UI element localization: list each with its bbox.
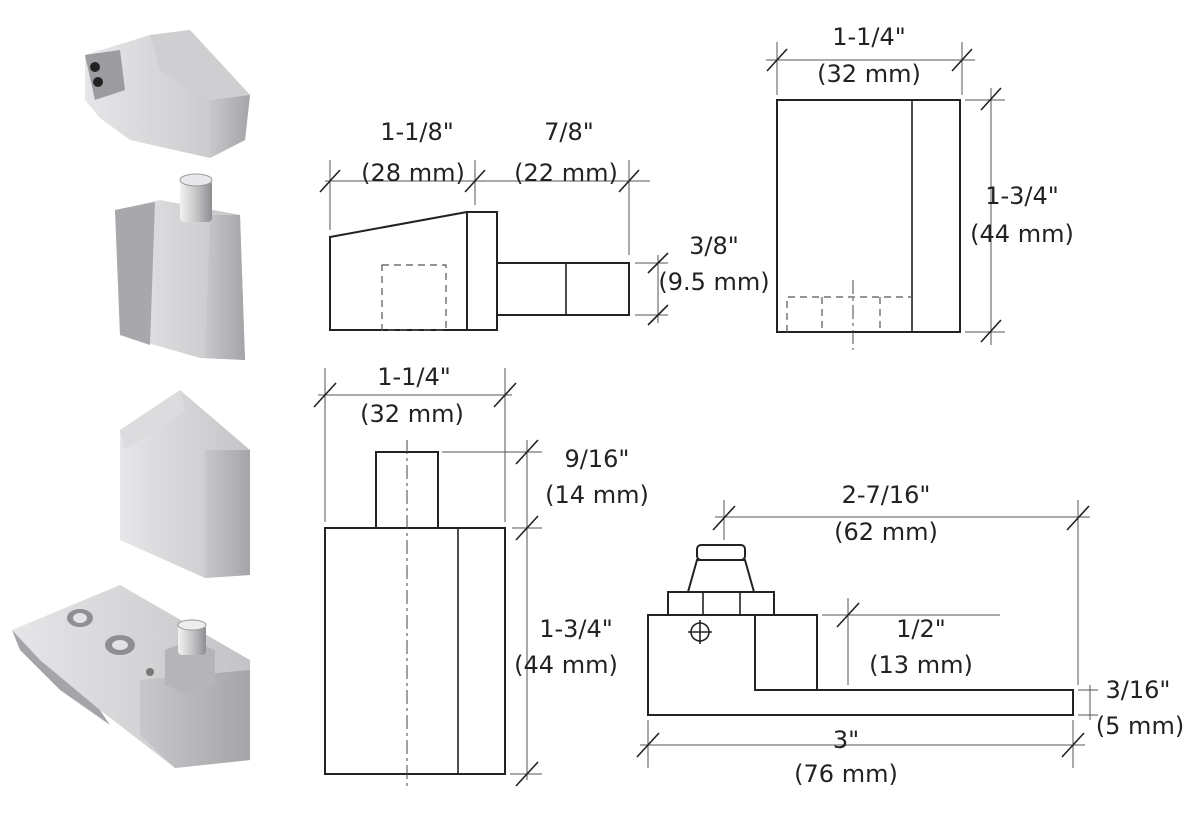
dim-plate-thickness-metric: (5 mm) [1096, 712, 1184, 740]
dim-side-width-value: 1-1/4" [832, 23, 906, 51]
dim-pin-height-metric: (9.5 mm) [658, 268, 769, 296]
dim-plate-thickness-value: 3/16" [1106, 676, 1171, 704]
hinge-part-top-cap [85, 30, 250, 158]
dim-side-height-value: 1-3/4" [985, 182, 1059, 210]
dim-front-pin-height-value: 9/16" [565, 445, 630, 473]
dim-pin-height-value: 3/8" [689, 232, 739, 260]
dim-front-pin-height-metric: (14 mm) [545, 481, 649, 509]
dim-top-width-value: 1-1/8" [380, 118, 454, 146]
dim-side-height-metric: (44 mm) [970, 220, 1074, 248]
dim-front-width-metric: (32 mm) [360, 400, 464, 428]
hinge-part-base-plate [12, 585, 250, 768]
dim-plate-block-value: 1/2" [896, 615, 946, 643]
hinge-part-mid-block [120, 390, 250, 578]
view-side-block [766, 42, 1005, 350]
dim-top-width-metric: (28 mm) [361, 159, 465, 187]
dim-plate-overall-metric: (62 mm) [834, 518, 938, 546]
dim-plate-length-metric: (76 mm) [794, 760, 898, 788]
dim-side-width-metric: (32 mm) [817, 60, 921, 88]
dim-front-height-metric: (44 mm) [514, 651, 618, 679]
dim-pin-length-value: 7/8" [544, 118, 594, 146]
view-base-plate [636, 500, 1098, 768]
dim-plate-block-metric: (13 mm) [869, 651, 973, 679]
dim-front-height-value: 1-3/4" [539, 615, 613, 643]
view-top-with-pin [319, 160, 669, 331]
dim-front-width-value: 1-1/4" [377, 363, 451, 391]
dim-pin-length-metric: (22 mm) [514, 159, 618, 187]
hinge-part-pivot-block [115, 173, 245, 360]
view-front-block [313, 368, 542, 790]
dim-plate-overall-value: 2-7/16" [842, 481, 931, 509]
dim-plate-length-value: 3" [833, 726, 859, 754]
